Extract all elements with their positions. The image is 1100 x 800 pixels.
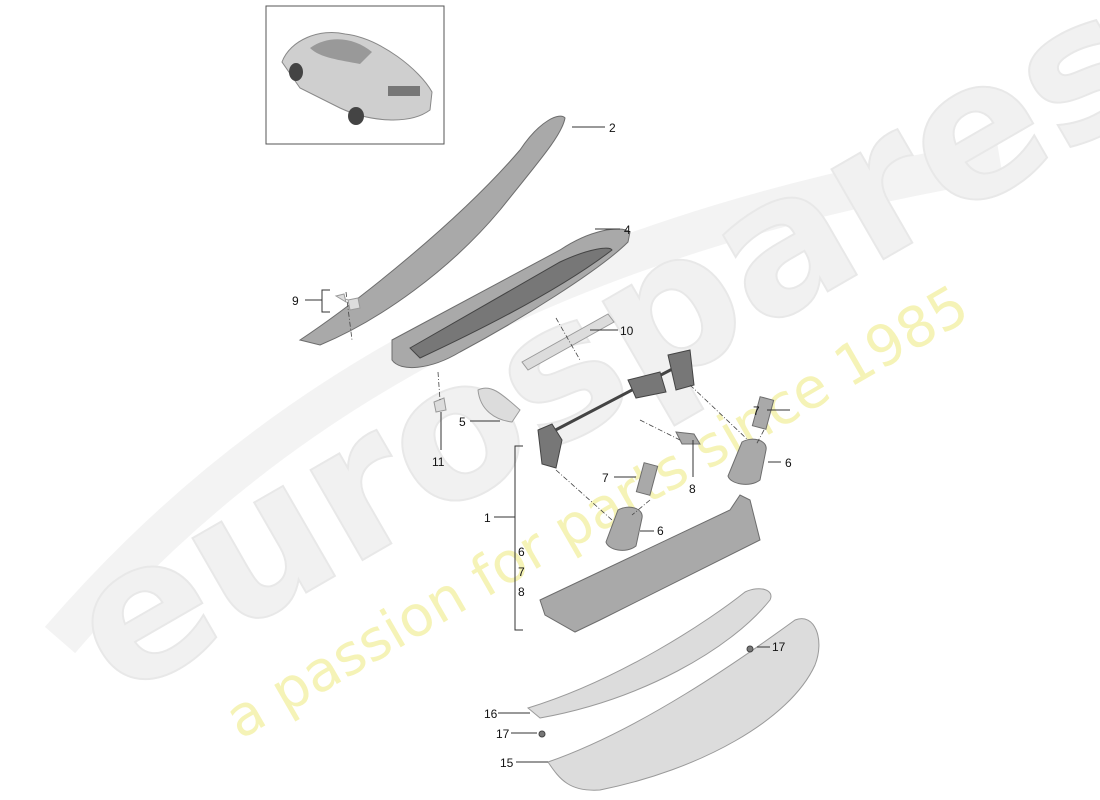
leader-lines bbox=[305, 126, 790, 763]
callout-16: 16 bbox=[484, 707, 498, 721]
svg-text:eurospares: eurospares bbox=[32, 0, 1100, 739]
part-7-bushing[interactable] bbox=[751, 396, 775, 430]
callout-8: 8 bbox=[689, 482, 696, 496]
callout-15: 15 bbox=[500, 756, 514, 770]
callout-7: 7 bbox=[602, 471, 609, 485]
callout-17: 17 bbox=[772, 640, 786, 654]
part-6-actuator[interactable] bbox=[605, 506, 643, 551]
callout-1-6: 6 bbox=[518, 545, 525, 559]
callout-7: 7 bbox=[753, 404, 760, 418]
callout-17: 17 bbox=[496, 727, 510, 741]
part-16-trim[interactable] bbox=[526, 588, 772, 719]
part-5-cover[interactable] bbox=[477, 387, 521, 423]
part-15-spoiler-lip[interactable] bbox=[547, 618, 820, 791]
callout-1: 1 bbox=[484, 511, 491, 525]
callout-1-8: 8 bbox=[518, 585, 525, 599]
callout-5: 5 bbox=[459, 415, 466, 429]
part-10-bracket[interactable] bbox=[521, 313, 615, 371]
part-1-drive-unit[interactable] bbox=[537, 349, 695, 469]
callout-2: 2 bbox=[609, 121, 616, 135]
callout-11: 11 bbox=[432, 455, 445, 469]
callout-6: 6 bbox=[657, 524, 664, 538]
callout-10: 10 bbox=[620, 324, 634, 338]
callout-9: 9 bbox=[292, 294, 299, 308]
part-17-screw[interactable] bbox=[538, 730, 546, 738]
part-9-clip[interactable] bbox=[347, 297, 361, 311]
part-9-clip[interactable] bbox=[334, 293, 347, 304]
part-2-spoiler[interactable] bbox=[298, 115, 566, 346]
callout-4: 4 bbox=[624, 223, 631, 237]
car-thumbnail bbox=[265, 5, 445, 145]
callout-1-7: 7 bbox=[518, 565, 525, 579]
part-11-clip[interactable] bbox=[433, 397, 447, 413]
watermark: eurospares a passion for parts since 198… bbox=[31, 0, 1100, 752]
part-17-screw[interactable] bbox=[746, 645, 754, 653]
part-6-actuator[interactable] bbox=[727, 438, 767, 485]
part-7-bushing[interactable] bbox=[635, 462, 659, 496]
part-1-mounting-plate[interactable] bbox=[539, 494, 761, 633]
callout-6: 6 bbox=[785, 456, 792, 470]
